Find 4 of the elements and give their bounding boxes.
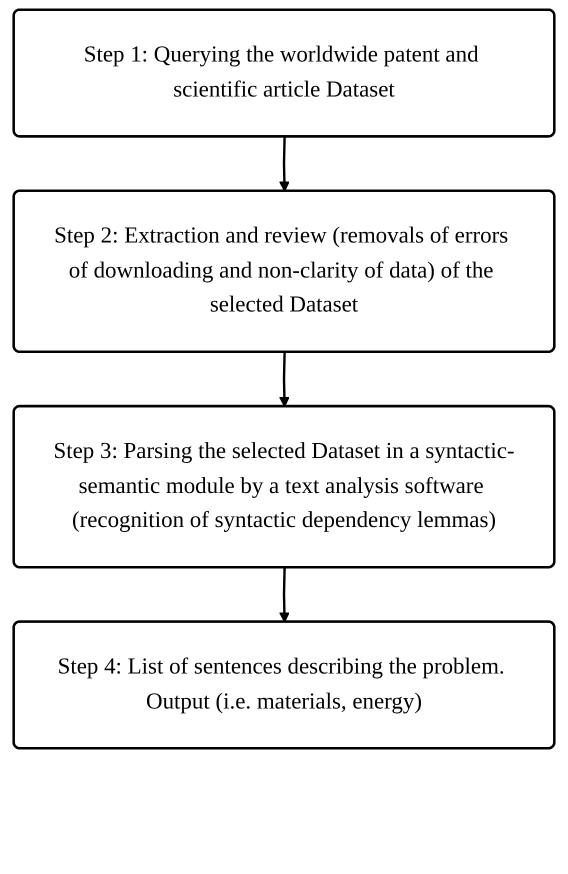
arrow	[279, 568, 290, 623]
flowchart-drawing: Step 1: Querying the worldwide patent and scientific article Dataset Step 2: Extraction and review (removals of errors of downloading and non-clarity of data) of the selected Dataset Step 3: Parsing the selected Dataset in a syntactic-semantic module by a text analysis software (recognition of syntactic dependency lemmas) Step 4: List of sentences describing the problem. Output (i.e. materials, energy)	[4, 0, 564, 758]
arrow	[279, 352, 290, 408]
arrow	[279, 136, 290, 192]
